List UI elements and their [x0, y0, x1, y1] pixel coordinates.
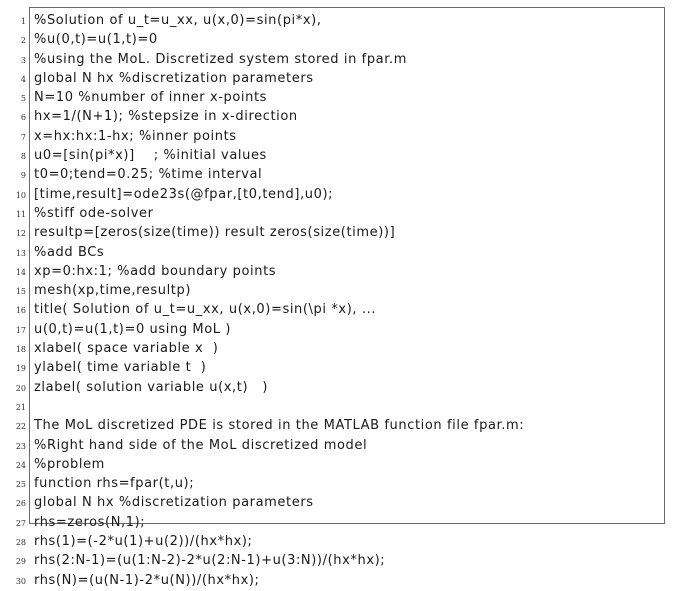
line-number: 1	[20, 17, 26, 26]
line-number: 6	[20, 113, 26, 123]
code-text: global N hx %discretization parameters	[34, 495, 314, 511]
line-number: 11	[15, 209, 26, 219]
line-number: 28	[15, 538, 26, 548]
code-text: u0=[sin(pi*x)] ; %initial values	[34, 148, 267, 164]
code-text: t0=0;tend=0.25; %time interval	[34, 167, 263, 183]
code-text: The MoL discretized PDE is stored in the…	[34, 418, 525, 434]
code-text: x=hx:hx:1-hx; %inner points	[34, 128, 237, 144]
line-number: 25	[15, 480, 26, 490]
code-text: rhs=zeros(N,1);	[34, 514, 146, 530]
line-number: 17	[15, 325, 26, 335]
line-number: 29	[15, 557, 26, 567]
code-text: [time,result]=ode23s(@fpar,[t0,tend],u0)…	[34, 186, 334, 202]
code-text: resultp=[zeros(size(time)) result zeros(…	[34, 225, 396, 241]
line-number: 14	[15, 267, 26, 277]
code-text: title( Solution of u_t=u_xx, u(x,0)=sin(…	[34, 302, 377, 318]
line-number: 24	[15, 460, 26, 470]
line-number: 22	[15, 422, 26, 432]
line-number: 5	[20, 94, 26, 104]
code-text: %Right hand side of the MoL discretized …	[34, 437, 368, 453]
code-text: rhs(N)=(u(N-1)-2*u(N))/(hx*hx);	[34, 572, 260, 588]
code-text: %add BCs	[34, 244, 105, 260]
code-text: ylabel( time variable t )	[34, 360, 207, 376]
code-text: xp=0:hx:1; %add boundary points	[34, 263, 277, 279]
line-number: 30	[15, 576, 26, 586]
line-number: 4	[20, 74, 26, 84]
line-number: 10	[15, 190, 26, 200]
code-text: global N hx %discretization parameters	[34, 70, 314, 86]
line-number: 2	[20, 36, 26, 46]
line-number: 27	[15, 518, 26, 528]
line-number: 3	[20, 55, 26, 65]
line-number: 21	[15, 402, 26, 412]
line-number: 19	[15, 364, 26, 374]
code-text: function rhs=fpar(t,u);	[34, 476, 195, 492]
line-number: 15	[15, 287, 26, 297]
line-number: 9	[20, 171, 26, 181]
code-text: %stiff ode-solver	[34, 205, 154, 221]
line-number: 13	[15, 248, 26, 258]
line-number: 18	[15, 345, 26, 355]
line-number: 7	[20, 132, 26, 142]
line-number: 20	[15, 383, 26, 393]
line-number: 8	[20, 152, 26, 162]
code-text: zlabel( solution variable u(x,t) )	[34, 379, 269, 395]
code-listing: 1 %Solution of u_t=u_xx, u(x,0)=sin(pi*x)…	[16, 7, 665, 588]
code-text: rhs(2:N-1)=(u(1:N-2)-2*u(2:N-1)+u(3:N))/…	[34, 553, 386, 569]
code-text: u(0,t)=u(1,t)=0 using MoL )	[34, 321, 232, 337]
line-number: 12	[15, 229, 26, 239]
code-text: %u(0,t)=u(1,t)=0	[34, 32, 158, 48]
code-text: %using the MoL. Discretized system store…	[34, 51, 407, 67]
code-text: xlabel( space variable x )	[34, 341, 219, 357]
code-text: N=10 %number of inner x-points	[34, 90, 268, 106]
line-number: 23	[15, 441, 26, 451]
code-text: %Solution of u_t=u_xx, u(x,0)=sin(pi*x),	[34, 13, 322, 28]
code-text: mesh(xp,time,resultp)	[34, 283, 192, 299]
line-number: 16	[15, 306, 26, 316]
line-number: 26	[15, 499, 26, 509]
code-text: hx=1/(N+1); %stepsize in x-direction	[34, 109, 298, 125]
code-text: %problem	[34, 456, 105, 472]
